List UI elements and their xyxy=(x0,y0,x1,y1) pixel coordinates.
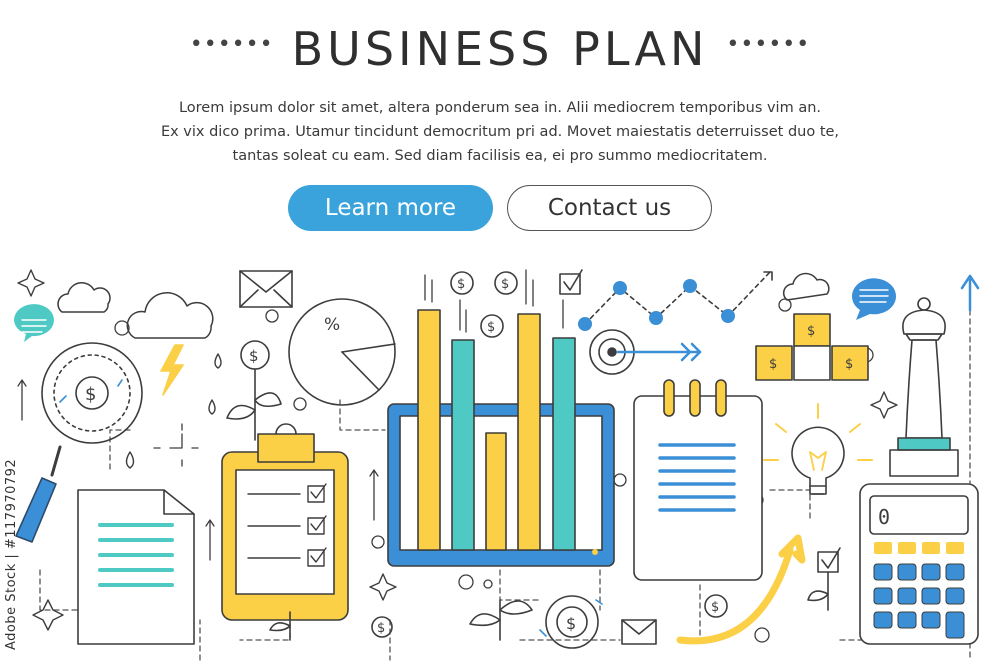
percent-label: % xyxy=(324,315,340,335)
envelope-icon xyxy=(239,270,293,308)
clock-icon xyxy=(153,423,199,467)
chess-piece-icon xyxy=(889,297,959,477)
description: Lorem ipsum dolor sit amet, altera ponde… xyxy=(100,96,900,168)
pie-chart-icon: % xyxy=(288,298,396,406)
arrow-up-right-icon xyxy=(960,274,980,312)
description-line-2: Ex vix dico prima. Utamur tincidunt demo… xyxy=(160,124,840,140)
envelope-icon-small xyxy=(621,619,657,645)
title-dots-left: •••••• xyxy=(189,32,274,57)
magnifier-icon: $ xyxy=(15,342,143,543)
contact-us-button[interactable]: Contact us xyxy=(507,185,712,231)
svg-text:$: $ xyxy=(457,277,465,292)
dollar-cycle-icon: $ xyxy=(539,595,603,649)
header: •••••• BUSINESS PLAN •••••• xyxy=(0,22,1000,76)
chat-bubble-icon xyxy=(14,304,54,342)
svg-text:$: $ xyxy=(377,621,385,636)
lightbulb-icon xyxy=(763,403,873,495)
clipboard-icon xyxy=(221,423,349,621)
learn-more-button[interactable]: Learn more xyxy=(288,185,493,231)
svg-text:$: $ xyxy=(711,600,719,615)
svg-text:$: $ xyxy=(85,384,96,405)
watermark: Adobe Stock | #117970792 xyxy=(4,458,19,650)
checkbox-plant-icon xyxy=(807,547,841,611)
description-line-3: tantas soleat cu eam. Sed diam facilisis… xyxy=(232,148,768,164)
business-plan-illustration: % $ $ xyxy=(14,269,980,661)
chat-bubble-icon-right xyxy=(851,278,896,320)
svg-text:$: $ xyxy=(249,347,259,365)
svg-text:$: $ xyxy=(807,324,815,339)
dollar-coin-icons: $ $ $ $ $ xyxy=(371,271,728,638)
document-icon xyxy=(77,489,195,645)
sparkle-icons xyxy=(17,269,898,631)
svg-text:$: $ xyxy=(487,320,495,335)
cloud-icon xyxy=(57,272,830,339)
target-icon xyxy=(589,329,702,375)
rain-drop-icons xyxy=(125,353,222,469)
line-graph-icon xyxy=(578,271,773,331)
lightning-icon xyxy=(160,344,184,396)
svg-text:$: $ xyxy=(769,357,777,372)
svg-text:$: $ xyxy=(566,614,576,633)
growth-arrow-icon xyxy=(676,534,806,645)
dollar-plant-icon: $ xyxy=(226,340,282,441)
dollar-boxes-icon: $ $ $ xyxy=(755,313,869,381)
bar-chart-tablet xyxy=(387,269,615,567)
svg-text:$: $ xyxy=(845,357,853,372)
notepad-icon xyxy=(633,379,763,581)
arrow-up-icons xyxy=(17,379,379,561)
description-line-1: Lorem ipsum dolor sit amet, altera ponde… xyxy=(178,100,822,116)
plant-icons xyxy=(269,599,533,641)
calculator-display: 0 xyxy=(878,505,890,529)
title-dots-right: •••••• xyxy=(726,32,811,57)
checkbox-icon xyxy=(559,269,583,295)
page-title: BUSINESS PLAN xyxy=(291,22,709,76)
calculator-icon: 0 xyxy=(859,483,979,645)
svg-text:$: $ xyxy=(501,277,509,292)
